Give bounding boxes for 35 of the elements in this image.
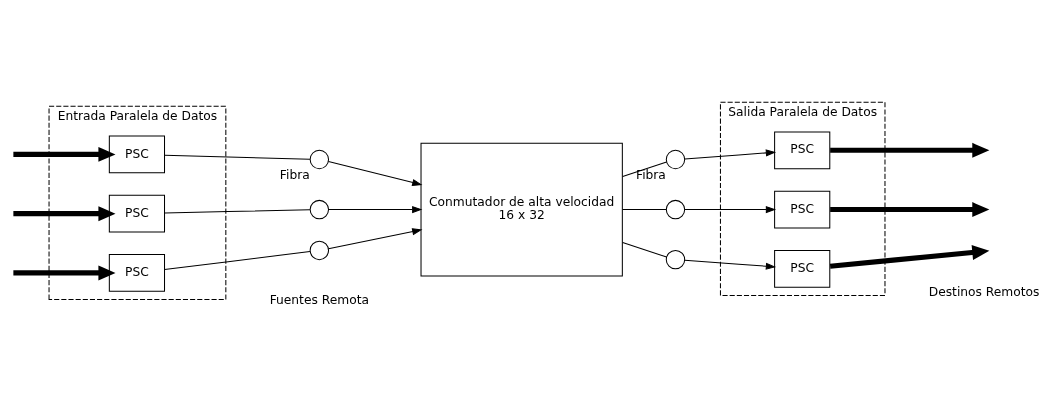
- arrow: [684, 149, 777, 160]
- arrow: [13, 206, 116, 222]
- connector: [164, 154, 311, 160]
- arrow: [829, 245, 990, 269]
- arrow: [327, 228, 423, 250]
- node-circle: [665, 199, 686, 220]
- node-circle: [665, 149, 686, 170]
- connector: [622, 209, 667, 211]
- node-circle: [309, 240, 330, 261]
- arrow: [327, 161, 423, 186]
- arrow: [684, 206, 777, 214]
- arrow: [684, 259, 777, 270]
- node-label: Fuentes Remota: [269, 292, 369, 307]
- node-circle: [309, 199, 330, 220]
- node-box: PSC: [774, 249, 831, 288]
- connector: [622, 242, 668, 258]
- arrow: [13, 265, 116, 281]
- node-box: PSC: [774, 131, 831, 170]
- node-label: Destinos Remotos: [928, 284, 1040, 299]
- arrow: [830, 202, 990, 218]
- node-circle: [309, 149, 330, 170]
- node-circle: [665, 249, 686, 270]
- node-box: PSC: [108, 254, 166, 292]
- node-box: PSC: [774, 190, 831, 229]
- node-box: PSC: [108, 194, 166, 233]
- connector: [164, 209, 311, 214]
- node-label: Fibra: [636, 167, 666, 182]
- connector: [164, 251, 311, 271]
- connector: [622, 161, 668, 178]
- arrow: [328, 206, 423, 214]
- node-box: PSC: [108, 135, 166, 174]
- arrow: [830, 142, 990, 158]
- arrow: [13, 146, 116, 162]
- node-label: Fibra: [279, 167, 310, 182]
- node-box: Conmutador de alta velocidad 16 x 32: [420, 142, 623, 277]
